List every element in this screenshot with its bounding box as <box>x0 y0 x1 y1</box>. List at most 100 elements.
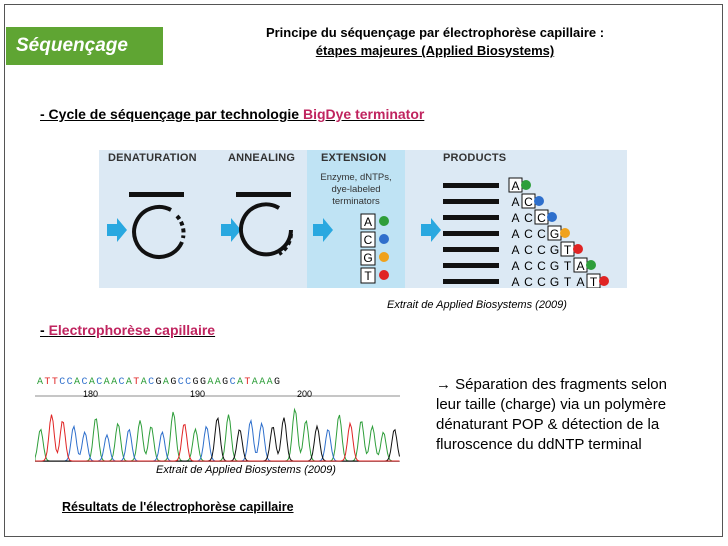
product-bar-7 <box>443 279 499 284</box>
product-letter: A <box>511 211 519 225</box>
plasmid-dashes-2 <box>277 233 293 256</box>
section-heading-cycle: - Cycle de séquençage par technologie Bi… <box>40 106 424 122</box>
product-bar-4 <box>443 231 499 236</box>
terminator-box-A <box>360 213 376 230</box>
product-letter: C <box>537 275 546 288</box>
sequence-base: G <box>274 377 282 388</box>
product-letter: A <box>511 243 519 257</box>
sequence-base: G <box>199 377 208 388</box>
product-letter: A <box>511 179 519 193</box>
plasmid-dashes-1 <box>175 214 186 239</box>
arrow-4 <box>421 218 441 242</box>
product-letter: A <box>511 259 519 273</box>
product-letter: T <box>564 243 572 257</box>
arrow-2 <box>221 218 241 242</box>
phase-label-products: PRODUCTS <box>443 152 507 164</box>
result-label: Résultats de l'électrophorèse capillaire <box>62 500 294 514</box>
sequence-base: C <box>81 377 89 388</box>
sequence-base: G <box>170 377 178 388</box>
section-badge: Séquençage <box>6 27 163 65</box>
sequence-base: A <box>140 377 149 388</box>
slide-title: Principe du séquençage par électrophorès… <box>200 24 670 60</box>
terminator-dye-C <box>379 234 389 244</box>
chromatogram <box>35 366 400 462</box>
terminator-box-T <box>360 267 376 284</box>
chromatogram-sequence: ATTCCACACAACATACGAGCCGGAAGCATAAAG <box>37 377 281 388</box>
product-letter: G <box>550 275 559 288</box>
terminator-box-C <box>360 231 376 248</box>
product-letter: A <box>511 275 519 288</box>
sequence-base: C <box>229 377 237 388</box>
phase-label-annealing: ANNEALING <box>228 152 296 164</box>
sequence-base: A <box>259 377 267 388</box>
sequence-base: C <box>118 377 126 388</box>
product-letter: T <box>590 275 598 288</box>
product-dye-4 <box>560 228 570 238</box>
sequence-base: A <box>111 377 119 388</box>
product-letter: A <box>576 275 584 288</box>
figure-caption-1: Extrait de Applied Biosystems (2009) <box>387 299 567 311</box>
figure-caption-2: Extrait de Applied Biosystems (2009) <box>156 464 336 476</box>
sequence-base: A <box>88 377 97 388</box>
phase-label-denaturation: DENATURATION <box>108 152 197 164</box>
section-heading-cycle-accent: BigDye terminator <box>302 106 425 122</box>
strand-top-2 <box>236 192 291 197</box>
section-heading-electrophoresis-prefix: - <box>40 322 49 338</box>
product-letter: C <box>524 275 533 288</box>
product-letter: G <box>550 227 559 241</box>
terminator-letter-A: A <box>364 215 372 229</box>
product-bar-3 <box>443 215 499 220</box>
section-heading-cycle-prefix: - Cycle de séquençage par technologie <box>40 106 303 122</box>
trace-T <box>35 414 400 462</box>
product-bar-6 <box>443 263 499 268</box>
terminator-T: T <box>360 267 389 284</box>
terminator-C: C <box>360 231 389 248</box>
product-letter: C <box>537 227 546 241</box>
product-letter: C <box>524 211 533 225</box>
product-bar-1 <box>443 183 499 188</box>
sequence-base: T <box>133 377 141 388</box>
product-dye-2 <box>534 196 544 206</box>
slide-frame <box>4 4 723 537</box>
product-letter: C <box>524 227 533 241</box>
product-bar-5 <box>443 247 499 252</box>
arrow-3 <box>313 218 333 242</box>
product-dye-7 <box>599 276 609 286</box>
terminator-dye-T <box>379 270 389 280</box>
sequence-base: G <box>155 377 163 388</box>
separation-description: → Séparation des fragments selon leur ta… <box>436 376 667 453</box>
terminator-box-G <box>360 249 376 266</box>
product-fragment-1: A <box>443 177 531 193</box>
title-line-1: Principe du séquençage par électrophorès… <box>265 25 605 40</box>
product-bar-2 <box>443 199 499 204</box>
chromatogram-tick-180: 180 <box>83 389 99 399</box>
sequence-base: C <box>185 377 193 388</box>
sequence-base: A <box>103 377 112 388</box>
product-letter: C <box>537 259 546 273</box>
sequence-base: T <box>244 377 252 388</box>
sequence-base: A <box>214 377 223 388</box>
product-dye-5 <box>573 244 583 254</box>
arrow-1 <box>107 218 127 242</box>
terminator-letter-C: C <box>364 233 373 247</box>
chromatogram-tick-200: 200 <box>297 389 313 399</box>
plasmid-arc-2 <box>239 202 293 257</box>
sequence-base: C <box>66 377 75 388</box>
sequence-base: A <box>266 377 274 388</box>
sequence-base: G <box>192 377 200 388</box>
product-letter: T <box>564 275 572 288</box>
product-letter: A <box>576 259 584 273</box>
chromatogram-svg <box>35 366 400 462</box>
extension-subtitle-line-2: dye-labeled terminators <box>331 184 381 207</box>
sequence-base: A <box>162 377 171 388</box>
sequence-base: G <box>222 377 230 388</box>
sequence-base: C <box>148 377 156 388</box>
sequencing-cycle-figure: DENATURATION ANNEALING EXTENSION PRODUCT… <box>99 150 627 288</box>
sequence-base: C <box>59 377 67 388</box>
product-letter: A <box>511 195 519 209</box>
